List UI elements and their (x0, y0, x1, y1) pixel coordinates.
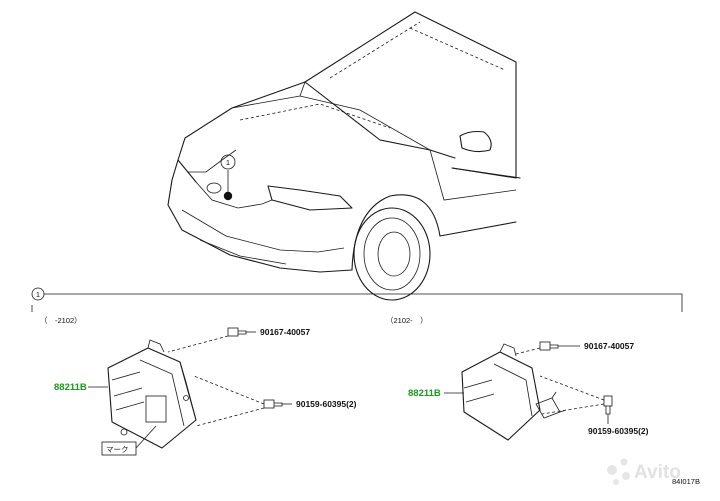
sensor-assembly-left: 90167-40057 90159-60395(2) 88211B マーク (54, 327, 357, 456)
part-number-bolt-b-right: 90159-60395(2) (588, 426, 649, 436)
car-callout-number: 1 (226, 158, 230, 167)
section-callout-number: 1 (36, 290, 40, 299)
section-frame: 1 （ -2102） （2102- ） (31, 287, 683, 325)
part-number-sensor-right: 88211B (408, 388, 441, 399)
mark-label: マーク (106, 445, 129, 454)
bolt-icon (227, 327, 247, 337)
bolt-icon (539, 341, 559, 351)
bolt-icon (263, 399, 283, 409)
watermark: Avito (607, 458, 681, 485)
part-number-bolt-b-left: 90159-60395(2) (296, 399, 357, 409)
car-illustration: 1 (167, 11, 521, 301)
part-number-bolt-a-left: 90167-40057 (260, 327, 310, 337)
watermark-text: Avito (634, 462, 681, 483)
sensor-assembly-right: 90167-40057 90159-60395(2) 88211B (408, 341, 649, 441)
range-label-left: （ -2102） (40, 316, 82, 325)
reference-code: 84I017B (672, 477, 700, 486)
part-number-bolt-a-right: 90167-40057 (584, 341, 634, 351)
bolt-icon (603, 395, 613, 415)
range-label-right: （2102- ） (386, 316, 428, 325)
part-number-sensor-left: 88211B (54, 382, 87, 393)
